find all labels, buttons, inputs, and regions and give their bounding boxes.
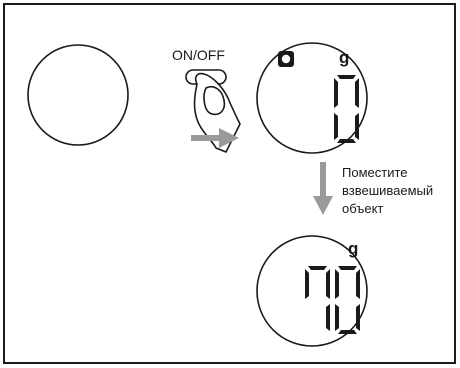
instruction-line-3: объект [342, 201, 383, 216]
arrow-down-icon [313, 162, 333, 215]
instruction-line-1: Поместите [342, 165, 408, 180]
instruction-line-2: взвешиваемый [342, 183, 433, 198]
unit-label-top: g [339, 48, 349, 67]
display-seventy [256, 235, 368, 347]
arrow-right-icon [191, 128, 239, 148]
stability-indicator-icon [278, 51, 294, 67]
finger-press-icon [185, 69, 241, 153]
display-zero [256, 42, 368, 154]
display-off [27, 44, 129, 146]
diagram-frame [3, 3, 456, 364]
unit-label-bottom: g [348, 239, 358, 258]
seven-segment-digit-0 [334, 75, 359, 143]
on-off-label: ON/OFF [172, 47, 225, 63]
seven-segment-digit-7 [305, 266, 330, 331]
seven-segment-digit-0-bottom [335, 266, 360, 334]
